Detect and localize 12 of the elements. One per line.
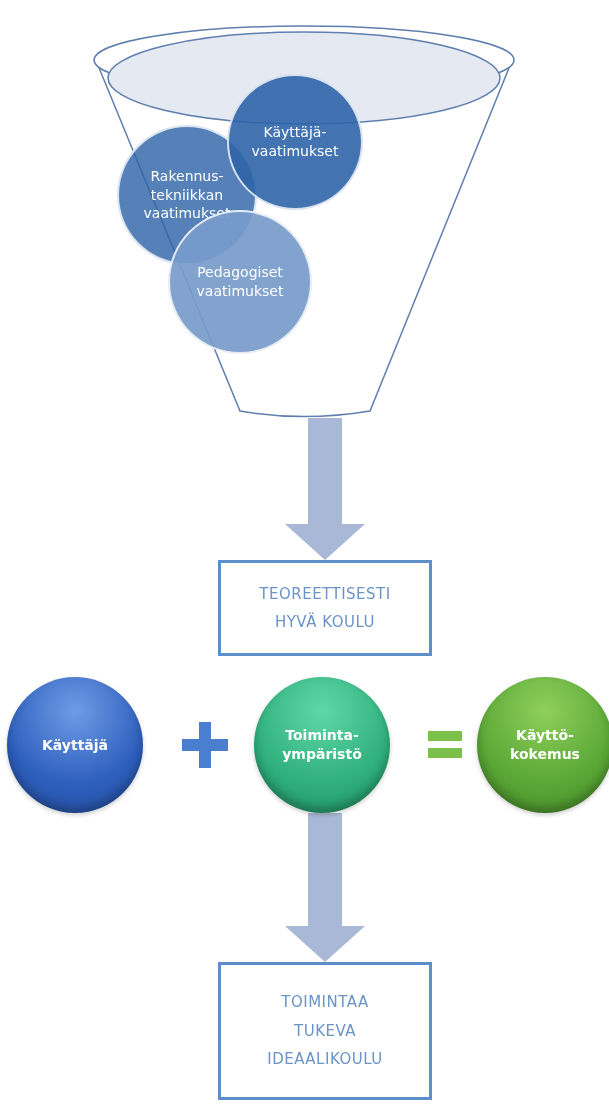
node-label: TEOREETTISESTI HYVÄ KOULU (258, 583, 392, 633)
block-arrow (285, 813, 365, 962)
outcome-box (218, 962, 432, 1100)
node-label: Käyttäjä- vaatimukset (250, 123, 340, 161)
node-label: Pedagogiset vaatimukset (195, 263, 285, 301)
node-label: Rakennus- tekniikkan vaatimukset (142, 166, 232, 224)
outcome-box (218, 560, 432, 656)
node-label: Toiminta- ympäristö (281, 726, 363, 764)
block-arrow (285, 418, 365, 560)
node-label: Käyttö- kokemus (509, 726, 581, 764)
node-label: Käyttäjä (41, 735, 109, 755)
node-label: TOIMINTAA TUKEVA IDEAALIKOULU (266, 992, 384, 1071)
